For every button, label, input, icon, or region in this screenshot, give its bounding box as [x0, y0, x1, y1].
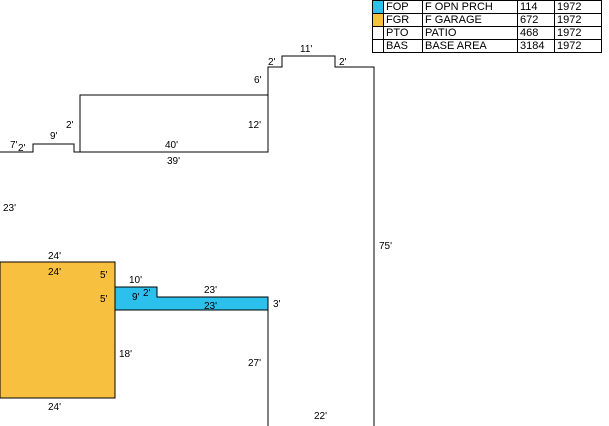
dim-label: 23'	[204, 285, 217, 296]
legend-swatch	[372, 39, 384, 53]
dim-label: 11'	[300, 44, 312, 55]
legend-area: 672	[517, 13, 555, 27]
dim-label: 9'	[132, 292, 140, 303]
dim-label: 24'	[48, 402, 61, 413]
legend-code: FGR	[383, 13, 423, 27]
legend-swatch	[372, 13, 384, 27]
dim-label: 40'	[165, 140, 178, 151]
dim-label: 10'	[129, 275, 142, 286]
base-area-upper-outline	[0, 94, 269, 153]
legend-year: 1972	[554, 0, 602, 14]
legend-area: 3184	[517, 39, 555, 53]
legend-code: BAS	[383, 39, 423, 53]
dim-label: 2'	[143, 288, 151, 299]
area-legend-table: FOP F OPN PRCH 114 1972 FGR F GARAGE 672…	[372, 0, 602, 53]
dim-label: 27'	[248, 358, 261, 369]
legend-row-fop: FOP F OPN PRCH 114 1972	[372, 0, 602, 14]
legend-row-pto: PTO PATIO 468 1972	[372, 26, 602, 40]
legend-area: 468	[517, 26, 555, 40]
legend-year: 1972	[554, 26, 602, 40]
legend-year: 1972	[554, 13, 602, 27]
dim-label: 6'	[254, 75, 262, 86]
dim-label: 5'	[100, 270, 108, 281]
dim-label: 2'	[339, 57, 347, 68]
legend-description: F GARAGE	[422, 13, 518, 27]
dim-label: 7'	[10, 140, 18, 151]
legend-swatch	[372, 0, 384, 14]
legend-code: PTO	[383, 26, 423, 40]
legend-row-bas: BAS BASE AREA 3184 1972	[372, 39, 602, 53]
dim-label: 9'	[50, 131, 58, 142]
dim-label: 23'	[204, 301, 217, 312]
legend-row-fgr: FGR F GARAGE 672 1972	[372, 13, 602, 27]
base-area-right-outline	[267, 55, 375, 426]
dim-label: 75'	[379, 241, 392, 252]
porch-area	[114, 286, 269, 311]
legend-code: FOP	[383, 0, 423, 14]
dim-label: 24'	[48, 251, 61, 262]
legend-year: 1972	[554, 39, 602, 53]
garage-area	[0, 261, 116, 399]
dim-label: 22'	[314, 411, 327, 422]
dim-label: 2'	[66, 120, 74, 131]
legend-swatch	[372, 26, 384, 40]
dim-label: 24'	[48, 267, 61, 278]
dim-label: 23'	[3, 203, 16, 214]
dim-label: 3'	[273, 299, 281, 310]
dim-label: 5'	[100, 294, 108, 305]
dim-label: 39'	[167, 156, 180, 167]
dim-label: 2'	[268, 57, 276, 68]
dim-label: 2'	[18, 143, 26, 154]
legend-description: PATIO	[422, 26, 518, 40]
legend-description: F OPN PRCH	[422, 0, 518, 14]
dim-label: 12'	[248, 120, 261, 131]
dim-label: 18'	[119, 349, 132, 360]
legend-description: BASE AREA	[422, 39, 518, 53]
legend-area: 114	[517, 0, 555, 14]
